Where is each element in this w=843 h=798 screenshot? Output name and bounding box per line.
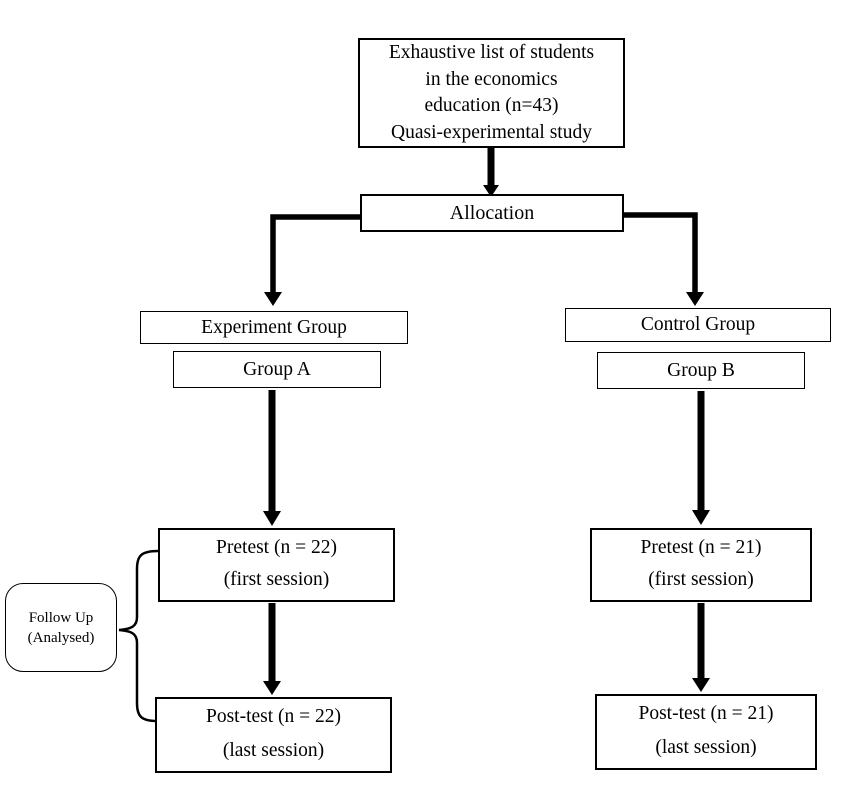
arrowhead-down-icon [264, 292, 282, 306]
arrowhead-down-icon [263, 511, 281, 526]
enrollment-line-1: Exhaustive list of students [388, 42, 595, 63]
group-a-box: Group A [173, 351, 381, 388]
arrow-pretest-to-posttest-left [263, 603, 281, 695]
pretest-left-line-1: Pretest (n = 22) [216, 537, 337, 558]
follow-up-box: Follow Up (Analysed) [5, 583, 117, 672]
allocation-label: Allocation [449, 201, 535, 224]
arrow-allocation-to-experiment-group [264, 214, 360, 306]
pretest-right-line-2: (first session) [648, 569, 754, 590]
arrowhead-down-icon [692, 678, 710, 692]
follow-up-brace [118, 549, 160, 723]
posttest-right-line-2: (last session) [655, 737, 757, 758]
pretest-right-line-1: Pretest (n = 21) [640, 537, 762, 558]
posttest-left-line-2: (last session) [222, 740, 325, 761]
posttest-right-line-1: Post-test (n = 21) [638, 703, 774, 724]
enrollment-line-3: education (n=43) [424, 95, 559, 116]
arrowhead-down-icon [692, 510, 710, 525]
group-b-box: Group B [597, 352, 805, 389]
group-a-label: Group A [243, 358, 311, 380]
posttest-left-box: Post-test (n = 22) (last session) [155, 697, 392, 773]
control-group-label: Control Group [640, 314, 756, 335]
group-b-label: Group B [667, 359, 735, 381]
enrollment-line-2: in the economics [425, 68, 558, 90]
pretest-left-line-2: (first session) [223, 569, 330, 590]
allocation-box: Allocation [360, 194, 624, 232]
enrollment-line-4: Quasi-experimental study [391, 121, 592, 143]
posttest-right-box: Post-test (n = 21) (last session) [595, 694, 817, 770]
arrowhead-down-icon [686, 292, 704, 306]
experiment-group-label: Experiment Group [201, 316, 347, 338]
pretest-left-box: Pretest (n = 22) (first session) [158, 528, 395, 602]
arrow-pretest-to-posttest-right [692, 603, 710, 692]
posttest-left-line-1: Post-test (n = 22) [205, 706, 342, 727]
follow-up-line-1: Follow Up [28, 609, 94, 626]
arrowhead-down-icon [483, 185, 499, 197]
control-group-box: Control Group [565, 308, 831, 342]
arrow-group-a-to-pretest [263, 390, 281, 526]
pretest-right-box: Pretest (n = 21) (first session) [590, 528, 812, 602]
arrowhead-down-icon [263, 681, 281, 695]
experiment-group-box: Experiment Group [140, 311, 408, 344]
arrow-group-b-to-pretest [692, 391, 710, 525]
enrollment-box: Exhaustive list of students in the econo… [358, 38, 625, 148]
follow-up-line-2: (Analysed) [27, 629, 95, 646]
arrow-allocation-to-control-group [624, 212, 704, 306]
arrow-enrollment-to-allocation [483, 148, 499, 197]
